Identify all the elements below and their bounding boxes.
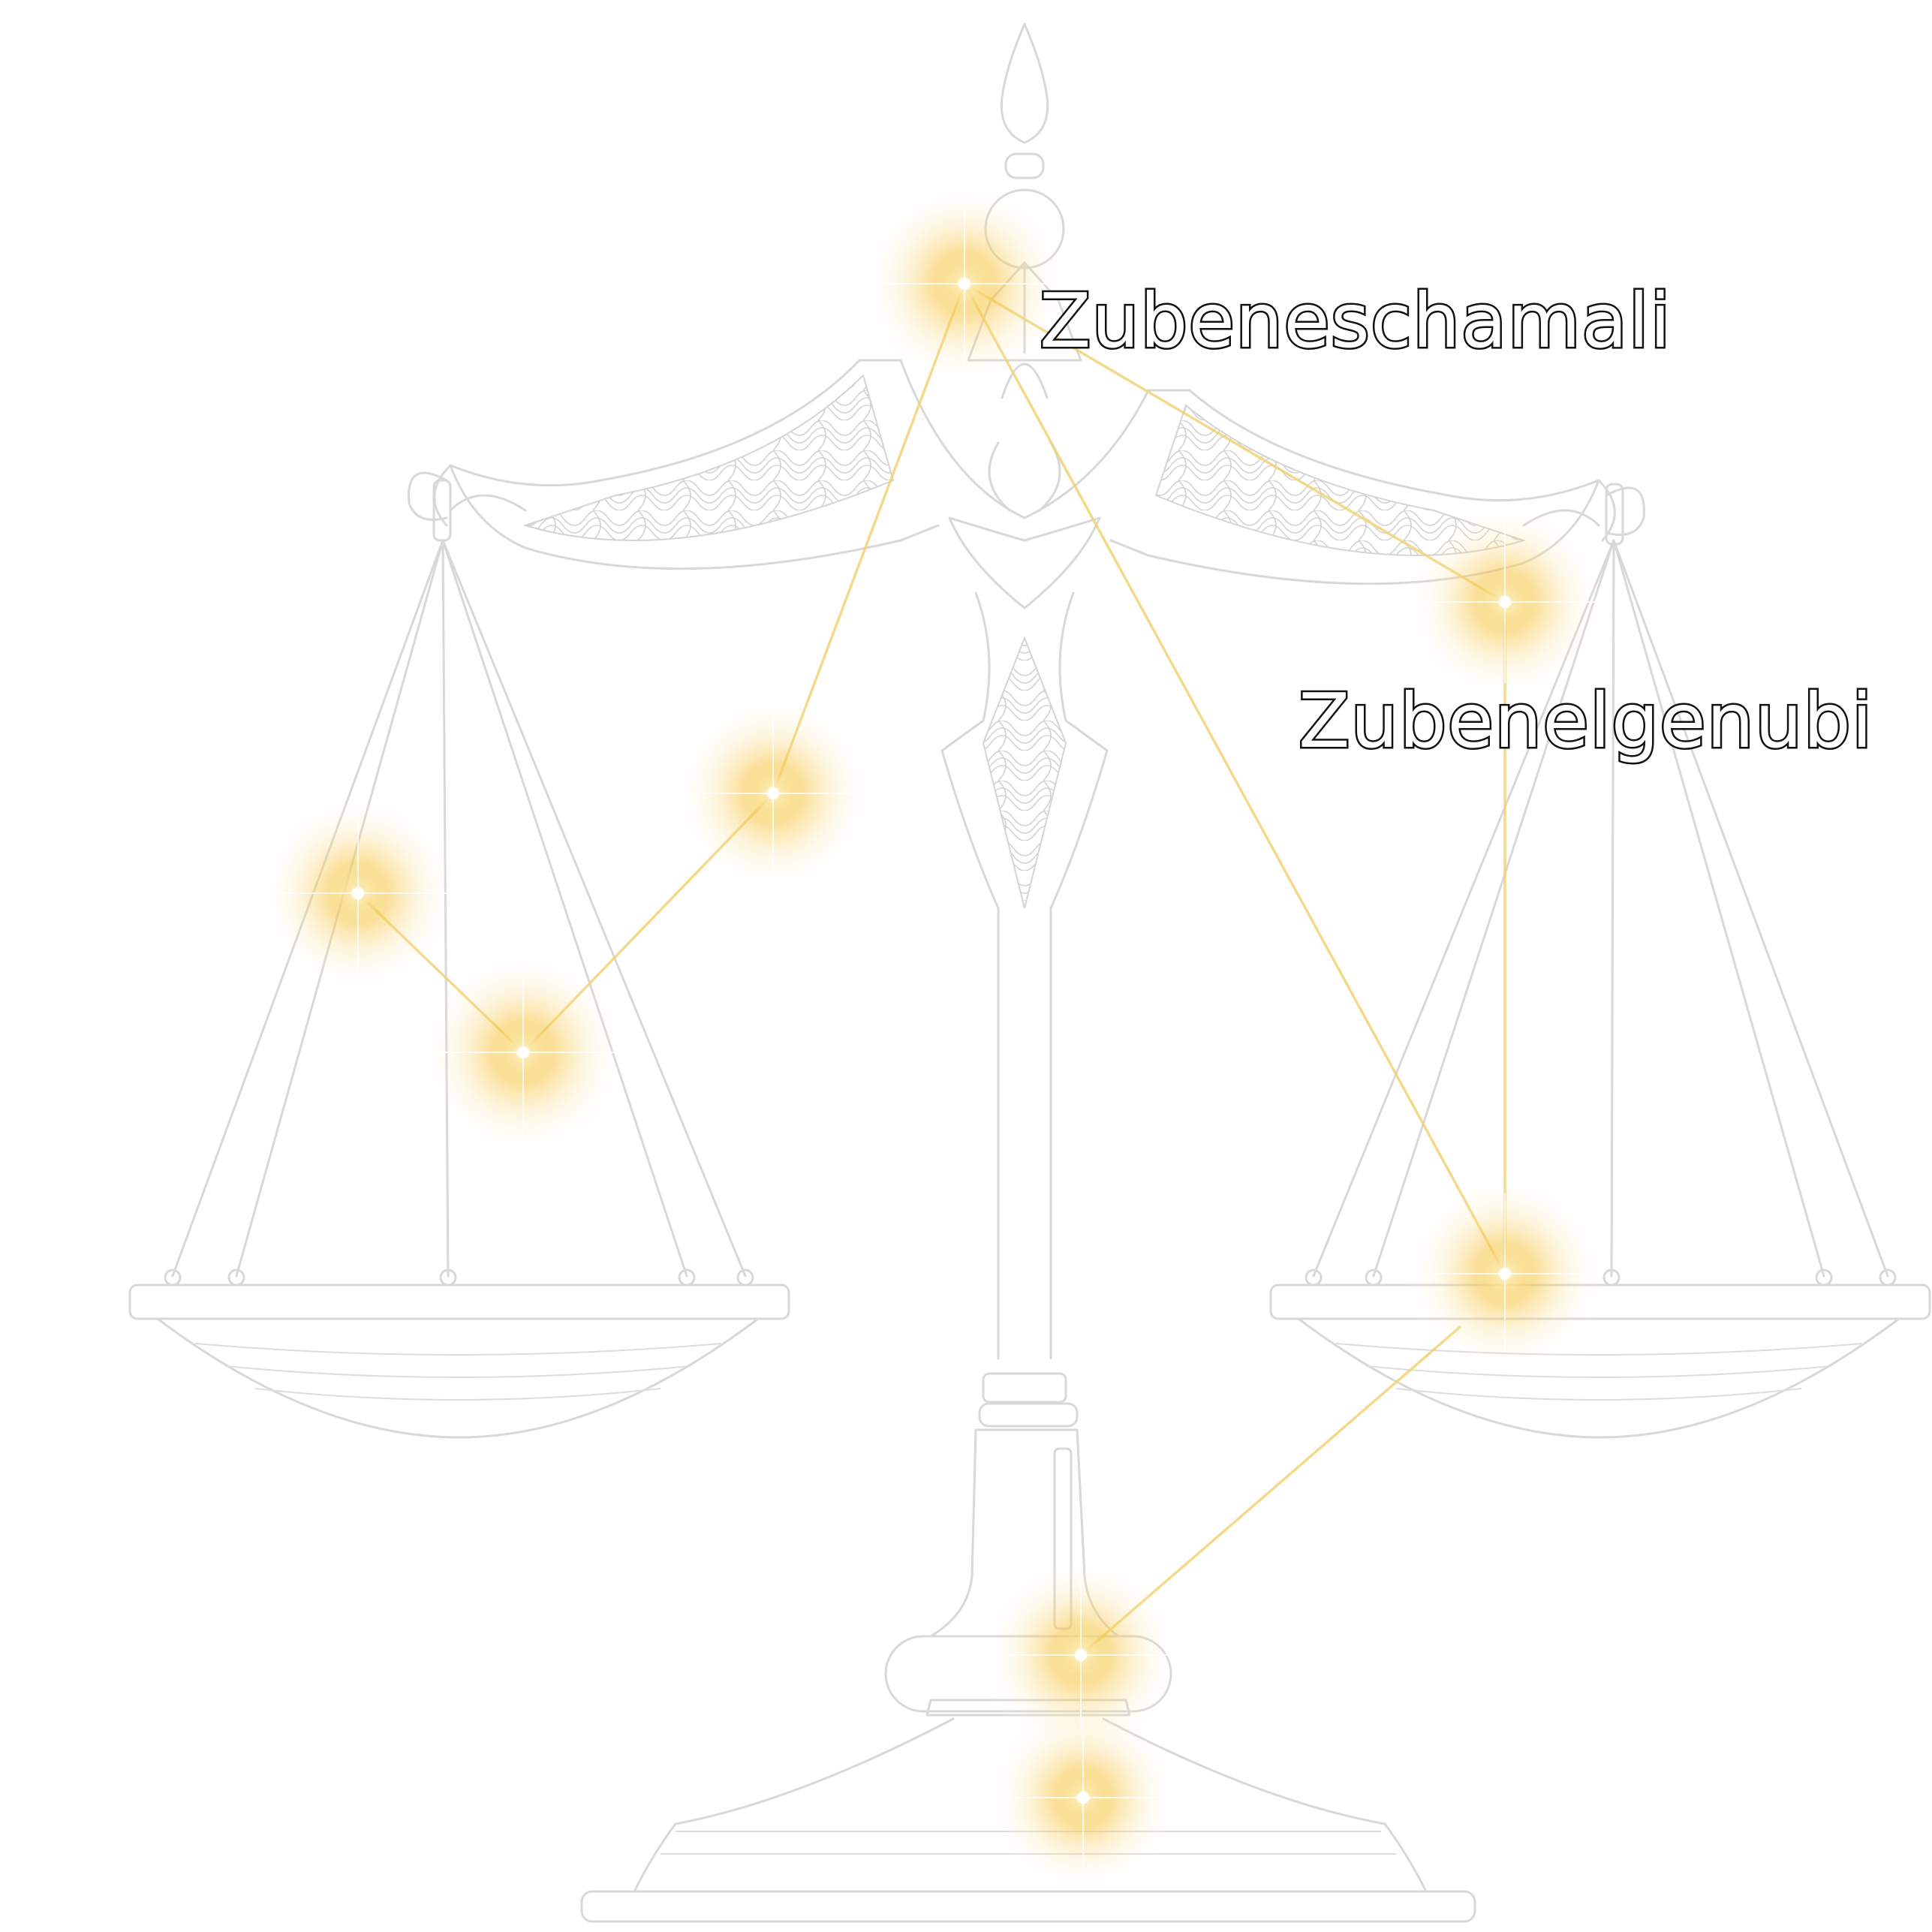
scale-beam <box>408 359 1645 585</box>
constellation-line <box>963 282 1506 1275</box>
star <box>980 1554 1182 1756</box>
label-zubenelgenubi: Zubenelgenubi <box>1299 677 1873 765</box>
label-zubeneschamali: Zubeneschamali <box>1040 277 1672 365</box>
star <box>1404 1172 1606 1375</box>
star-zubenelgenubi <box>1404 501 1606 703</box>
star-zubeneschamali <box>856 179 1073 389</box>
star <box>257 792 459 995</box>
star <box>418 947 628 1157</box>
star <box>986 1700 1181 1895</box>
star <box>672 692 874 895</box>
stars <box>257 179 1606 1895</box>
